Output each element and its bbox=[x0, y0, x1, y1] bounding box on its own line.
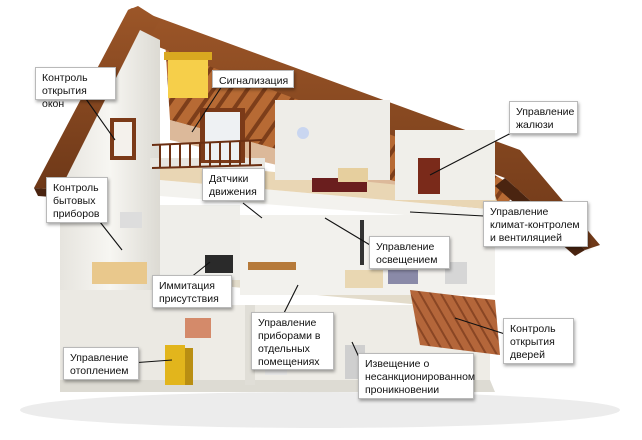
wall-heater bbox=[185, 318, 211, 338]
wardrobe bbox=[418, 158, 440, 194]
callout-window-control: Контроль открытия окон bbox=[35, 67, 116, 110]
gable-window-glass bbox=[114, 122, 132, 156]
callout-alarm: Сигнализация bbox=[212, 70, 294, 88]
upper-right-room bbox=[395, 130, 495, 200]
dresser bbox=[338, 168, 368, 182]
callout-blinds-control: Управление жалюзи bbox=[509, 101, 578, 134]
kitchen-counter bbox=[92, 262, 147, 284]
stair-rail bbox=[360, 220, 364, 265]
fireplace bbox=[445, 262, 467, 284]
sofa bbox=[345, 270, 383, 288]
dining-table bbox=[248, 262, 296, 270]
callout-door-control: Контроль открытия дверей bbox=[503, 318, 574, 364]
pendant-lamp bbox=[297, 127, 309, 139]
upper-room-wall bbox=[275, 100, 390, 180]
callout-lighting-control: Управление освещением bbox=[369, 236, 450, 269]
callout-presence-imitation: Иммитация присутствия bbox=[152, 275, 232, 308]
chimney bbox=[168, 58, 208, 98]
balcony-railing bbox=[151, 139, 263, 169]
callout-appliance-control: Контроль бытовых приборов bbox=[46, 177, 108, 223]
callout-heating-control: Управление отоплением bbox=[63, 347, 139, 380]
chimney-top bbox=[164, 52, 212, 60]
callout-intrusion-alert: Извещение о несанкционированном проникно… bbox=[358, 353, 475, 399]
callout-motion-sensors: Датчики движения bbox=[202, 168, 265, 201]
tv bbox=[205, 255, 233, 273]
ground-shadow bbox=[20, 392, 620, 428]
garage-door-opening bbox=[410, 290, 500, 355]
callout-room-devices: Управление приборами в отдельных помещен… bbox=[251, 312, 334, 370]
boiler-side bbox=[185, 348, 193, 385]
pillar bbox=[245, 305, 255, 385]
roof-right bbox=[128, 8, 600, 250]
boiler bbox=[165, 345, 185, 385]
armchair bbox=[388, 270, 418, 284]
callout-climate-control: Управление климат-контролем и вентиляцие… bbox=[483, 201, 588, 247]
kitchen-hood bbox=[120, 212, 142, 228]
